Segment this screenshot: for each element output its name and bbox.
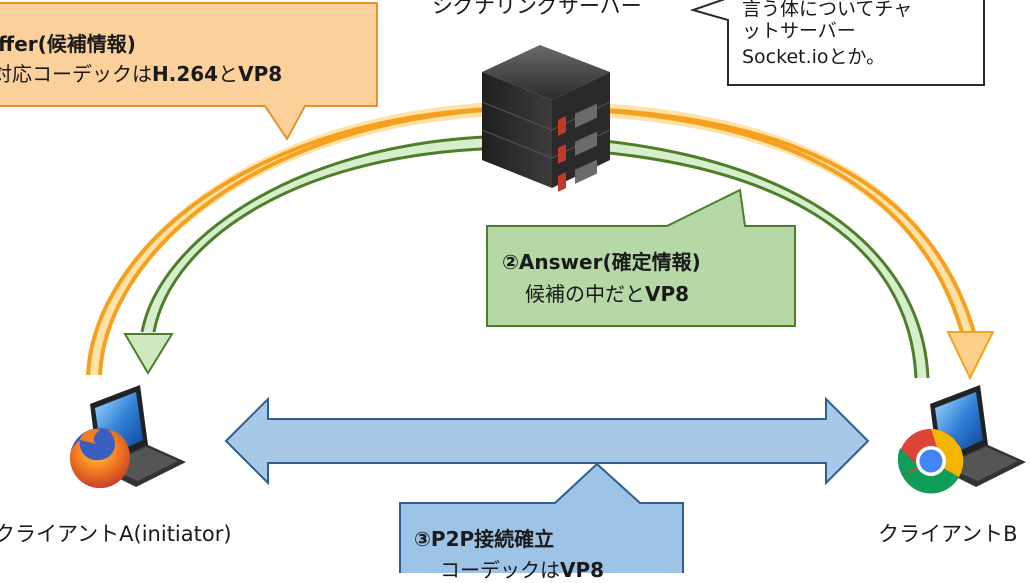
offer-callout-shape <box>0 2 378 141</box>
offer-joiner: と <box>218 62 239 86</box>
offer-description: 対応コーデックはH.264とVP8 <box>0 58 282 87</box>
server-note-callout-shape <box>689 0 985 86</box>
p2p-title: ③P2P接続確立 <box>414 527 555 551</box>
server-note-line3: Socket.ioとか。 <box>742 46 886 68</box>
offer-prefix: 対応コーデックは <box>0 62 152 86</box>
client-b-label: クライアントB <box>878 522 1018 546</box>
server-note-line1: 言う体についてチャ <box>742 0 913 20</box>
p2p-prefix: コーデックは <box>440 558 560 582</box>
answer-callout-shape <box>486 188 796 327</box>
answer-description: 候補の中だとVP8 <box>525 278 689 307</box>
offer-title: ffer(候補情報) <box>0 32 136 56</box>
server-note-line2: ットサーバー <box>742 20 856 42</box>
chrome-icon <box>897 428 964 494</box>
p2p-callout-shape <box>399 462 684 573</box>
answer-codec: VP8 <box>645 282 690 306</box>
answer-prefix: 候補の中だと <box>525 282 645 306</box>
answer-title: ②Answer(確定情報) <box>502 250 701 274</box>
offer-codec-vp8: VP8 <box>238 62 283 86</box>
p2p-double-arrow <box>224 396 870 486</box>
client-a-label: クライアントA(initiator) <box>0 522 232 546</box>
p2p-codec: VP8 <box>560 558 605 582</box>
offer-codec-h264: H.264 <box>152 62 219 86</box>
signaling-server-label: シグナリングサーバー <box>432 0 642 18</box>
p2p-description: コーデックはVP8 <box>440 554 604 583</box>
firefox-icon <box>70 428 130 488</box>
server-icon <box>481 45 611 192</box>
